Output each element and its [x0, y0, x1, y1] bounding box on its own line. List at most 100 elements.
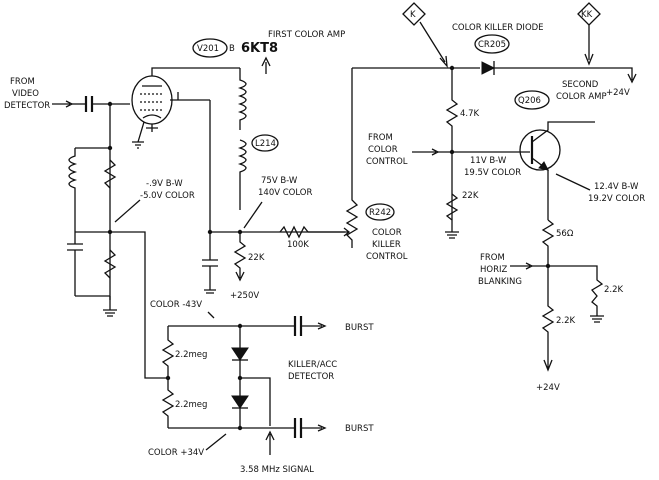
junction-dot	[237, 375, 243, 381]
color-neg43-label: COLOR -43V	[150, 300, 202, 310]
color-control-arrow	[412, 148, 440, 156]
input-arrow	[52, 100, 74, 108]
emitter-voltage-arrow	[555, 173, 591, 191]
coil-l214-label: L214	[255, 139, 276, 149]
base-voltage-color: 19.5V COLOR	[464, 168, 521, 178]
pos34-arrow	[205, 433, 227, 451]
r242-symbol	[345, 68, 359, 248]
q206-oval	[514, 90, 550, 110]
killer-diode-title: COLOR KILLER DIODE	[452, 23, 544, 33]
res-22k-left-symbol	[233, 232, 247, 282]
plate-voltage-color: 140V COLOR	[258, 188, 312, 198]
burst-top-label: BURST	[345, 323, 374, 333]
detector-diode-lower	[231, 395, 249, 409]
l214-oval	[251, 134, 279, 152]
q206-label-line1: SECOND	[562, 80, 599, 90]
tube-type: 6KT8	[241, 41, 278, 56]
burst-top-wire	[301, 322, 327, 330]
junction-dot	[107, 145, 113, 151]
horiz-arrow	[510, 262, 534, 270]
input-label-line1: FROM	[10, 77, 35, 87]
res-100k-symbol	[279, 225, 309, 239]
grid-voltage-color: -5.0V COLOR	[140, 191, 195, 201]
supply-250v: +250V	[230, 291, 259, 301]
plate-bypass-cap	[202, 232, 218, 294]
junction-dot	[237, 323, 243, 329]
grid-res-lower	[103, 249, 117, 279]
res-2-2k-b-label: 2.2K	[556, 316, 576, 326]
supply-24v-bottom: +24V	[536, 383, 560, 393]
tube-v201-symbol	[131, 67, 210, 149]
tube-section: B	[229, 44, 235, 54]
from-color-control-line3: CONTROL	[366, 157, 408, 167]
detector-label-line2: DETECTOR	[288, 372, 334, 382]
grid-to-detector-wire	[110, 231, 168, 379]
supply-24v-top: +24V	[606, 88, 630, 98]
from-color-control-line1: FROM	[368, 133, 393, 143]
signal-358-arrow	[265, 430, 275, 455]
coil-l214-lower	[237, 139, 247, 210]
from-color-control-line2: COLOR	[368, 145, 398, 155]
res-2-2k-b-symbol	[541, 266, 555, 372]
detector-center-wire	[240, 377, 271, 426]
first-color-amp-section: FIRST COLOR AMP V201 B 6KT8 FROM VIDEO D…	[4, 30, 345, 379]
second-color-amp-section: Q206 SECOND COLOR AMP 12.4V B-W 19.2V CO…	[478, 80, 645, 393]
res-2-2meg-b-label: 2.2meg	[175, 400, 207, 410]
emitter-voltage-bw: 12.4V B-W	[594, 182, 639, 192]
r242-ref: R242	[369, 208, 391, 218]
res-22k-left-label: 22K	[248, 253, 265, 263]
from-horiz-line2: HORIZ	[480, 265, 507, 275]
first-color-amp-title: FIRST COLOR AMP	[268, 30, 345, 40]
input-label-line2: VIDEO	[12, 89, 39, 99]
junction-dot	[107, 101, 113, 107]
q206-collector	[531, 121, 595, 143]
grid-cap	[67, 200, 110, 296]
plate-bus	[209, 100, 340, 233]
cr205-oval	[474, 34, 510, 54]
kk-arrow	[584, 25, 594, 66]
grid-voltage-arrow	[114, 199, 141, 223]
res-4-7k-label: 4.7K	[460, 109, 480, 119]
input-coupling-cap	[84, 96, 94, 112]
killer-kk-label: KK	[581, 10, 593, 20]
tuning-arrow	[261, 56, 271, 74]
junction-dot	[165, 375, 171, 381]
plate-voltage-arrow	[243, 201, 263, 229]
res-2-2k-a-symbol	[532, 265, 604, 323]
burst-bottom-label: BURST	[345, 424, 374, 434]
killer-k-label: K	[410, 10, 416, 20]
transistor-q206-symbol	[519, 129, 561, 171]
kk-diamond	[577, 2, 601, 26]
res-56-symbol	[541, 219, 555, 266]
r242-label-line2: KILLER	[372, 240, 401, 250]
q206-ref: Q206	[518, 96, 541, 106]
r242-label-line1: COLOR	[372, 228, 402, 238]
grid-ground	[75, 295, 117, 317]
k-diamond	[402, 2, 426, 26]
grid-coil	[68, 148, 78, 200]
junction-dot	[237, 425, 243, 431]
junction-dot	[449, 149, 455, 155]
detector-diode-upper	[231, 347, 249, 361]
res-2-2meg-a-label: 2.2meg	[175, 350, 207, 360]
coil-l214-upper	[237, 68, 247, 130]
tube-ref: V201	[197, 44, 219, 54]
color-pos34-label: COLOR +34V	[148, 448, 204, 458]
res-56-label: 56Ω	[556, 229, 574, 239]
killer-acc-detector-section: COLOR -43V BURST 2.2meg 2.2meg KILLER/AC…	[148, 300, 374, 475]
res-4-7k-symbol	[445, 68, 459, 220]
detector-label-line1: KILLER/ACC	[288, 360, 337, 370]
q206-label-line2: COLOR AMP	[556, 92, 607, 102]
res-22k-right-symbol	[445, 193, 459, 239]
k-arrow	[419, 21, 448, 68]
plate-voltage-bw: 75V B-W	[261, 176, 298, 186]
from-horiz-line1: FROM	[480, 253, 505, 263]
tube-ref-oval	[192, 38, 228, 58]
input-label-line3: DETECTOR	[4, 101, 50, 111]
res-100k-label: 100K	[287, 240, 309, 250]
cr205-ref: CR205	[478, 40, 506, 50]
burst-top-cap	[293, 316, 303, 336]
burst-bottom-cap	[293, 418, 303, 438]
r242-label-line3: CONTROL	[366, 252, 408, 262]
grid-res-upper	[103, 159, 117, 189]
